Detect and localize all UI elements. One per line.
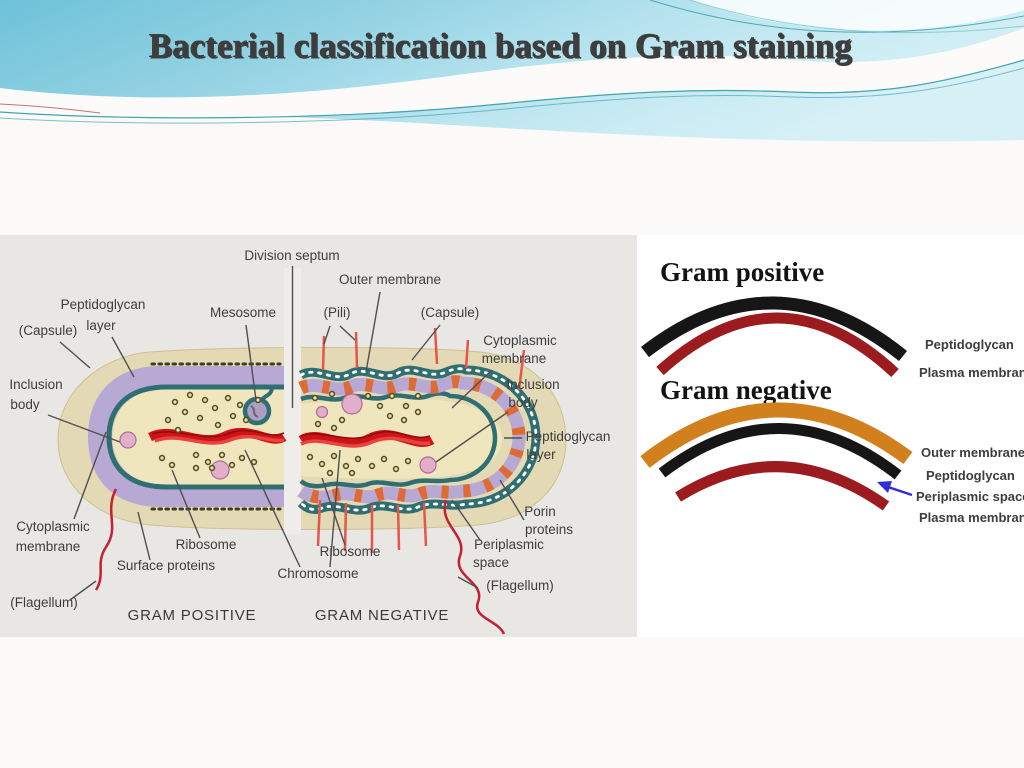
caption-gram-negative: GRAM NEGATIVE [315, 607, 449, 624]
label-peptidoglycan-layer-left-1: Peptidoglycan [61, 297, 146, 312]
label-capsule-right: (Capsule) [421, 305, 480, 320]
periplasmic-space-arrow-shaft [887, 485, 913, 497]
label-inclusion-body-left-1: Inclusion [9, 377, 62, 392]
inclusion-body-left-1 [119, 431, 137, 449]
diagram-labels: Division septum Outer membrane Peptidogl… [9, 248, 610, 624]
gram-negative-outer-membrane-label: Outer membrane [921, 445, 1024, 460]
label-peptidoglycan-layer-left-2: layer [86, 318, 116, 333]
slide-title: Bacterial classification based on Gram s… [149, 26, 852, 65]
header-teal-line-4 [689, 0, 1024, 34]
inclusion-body-right-3 [419, 456, 437, 474]
periplasmic-space-arrow [877, 481, 913, 497]
label-peptidoglycan-layer-right-2: layer [526, 447, 556, 462]
flagellum-right-filament [443, 499, 506, 635]
header-teal-line-1 [0, 59, 1024, 119]
mesosome-swirl [250, 405, 259, 418]
label-pili: (Pili) [324, 305, 351, 320]
label-ribosome-right: Ribosome [320, 544, 381, 559]
label-periplasmic-space-1: Periplasmic [474, 537, 544, 552]
label-ribosome-left: Ribosome [176, 537, 237, 552]
slide-title-shadow: Bacterial classification based on Gram s… [150, 28, 853, 67]
gram-layers-panel: Gram positive Peptidoglycan Plasma membr… [637, 235, 1024, 637]
label-flagellum-right: (Flagellum) [486, 578, 554, 593]
inclusion-body-right-2 [315, 405, 329, 419]
flagellum-left-filament [94, 488, 118, 591]
gram-negative-half [297, 327, 541, 635]
cell-diagram-image: Division septum Outer membrane Peptidogl… [0, 235, 637, 637]
pili-filaments [316, 327, 526, 553]
cytoplasmic-membrane-right-line [299, 391, 498, 489]
gram-negative-outer-membrane-arc [640, 402, 913, 468]
ribosome-dots-left [158, 391, 262, 472]
label-cytoplasmic-membrane-left-2: membrane [16, 539, 81, 554]
gram-negative-peptidoglycan-arc [658, 423, 902, 480]
label-flagellum-left: (Flagellum) [10, 595, 78, 610]
gram-positive-peptidoglycan-label: Peptidoglycan [925, 337, 1014, 352]
gram-positive-heading: Gram positive [660, 257, 824, 287]
leader-lines [47, 266, 525, 601]
label-peptidoglycan-layer-right-1: Peptidoglycan [526, 429, 611, 444]
porin-protein-blocks [297, 375, 526, 504]
label-surface-proteins: Surface proteins [117, 558, 216, 573]
inclusion-body-right-1 [341, 393, 363, 415]
gram-positive-plasma-membrane-arc [656, 312, 899, 378]
label-cytoplasmic-membrane-right-1: Cytoplasmic [483, 333, 557, 348]
gram-negative-plasma-membrane-arc [675, 461, 890, 511]
header-teal-line-3 [649, 0, 1024, 33]
outer-membrane-lipoprotein-dots [299, 367, 538, 512]
label-porin-proteins-1: Porin [524, 504, 556, 519]
label-inclusion-body-right-2: body [508, 395, 538, 410]
label-cytoplasmic-membrane-left-1: Cytoplasmic [16, 519, 90, 534]
gram-negative-periplasmic-space-label: Periplasmic space [916, 489, 1024, 504]
header-wave-banner: Bacterial classification based on Gram s… [0, 0, 1024, 142]
label-inclusion-body-right-1: Inclusion [506, 377, 559, 392]
header-teal-line-2 [0, 67, 1024, 124]
chromosome-left [148, 427, 287, 445]
label-outer-membrane: Outer membrane [339, 272, 441, 287]
gram-positive-plasma-membrane-label: Plasma membrane [919, 365, 1024, 380]
gram-negative-plasma-membrane-label: Plasma membrane [919, 510, 1024, 525]
label-porin-proteins-2: proteins [525, 522, 573, 537]
label-cytoplasmic-membrane-right-2: membrane [482, 351, 547, 366]
caption-gram-positive: GRAM POSITIVE [128, 607, 257, 624]
header-white-swoosh [0, 28, 1024, 118]
gram-negative-peptidoglycan-label: Peptidoglycan [926, 468, 1015, 483]
header-red-accent-line [0, 103, 101, 114]
label-inclusion-body-left-2: body [10, 397, 40, 412]
label-periplasmic-space-2: space [473, 555, 509, 570]
label-division-septum: Division septum [244, 248, 339, 263]
label-mesosome: Mesosome [210, 305, 276, 320]
label-chromosome: Chromosome [277, 566, 358, 581]
gram-negative-heading: Gram negative [660, 375, 832, 405]
ribosome-dots-right [306, 390, 422, 477]
header-white-streak [690, 0, 1024, 31]
gram-positive-peptidoglycan-arc [641, 296, 908, 362]
periplasmic-space-arrowhead [877, 481, 892, 493]
label-capsule-left: (Capsule) [19, 323, 78, 338]
chromosome-right [298, 430, 435, 448]
cytoplasmic-membrane-left-line [106, 384, 284, 490]
